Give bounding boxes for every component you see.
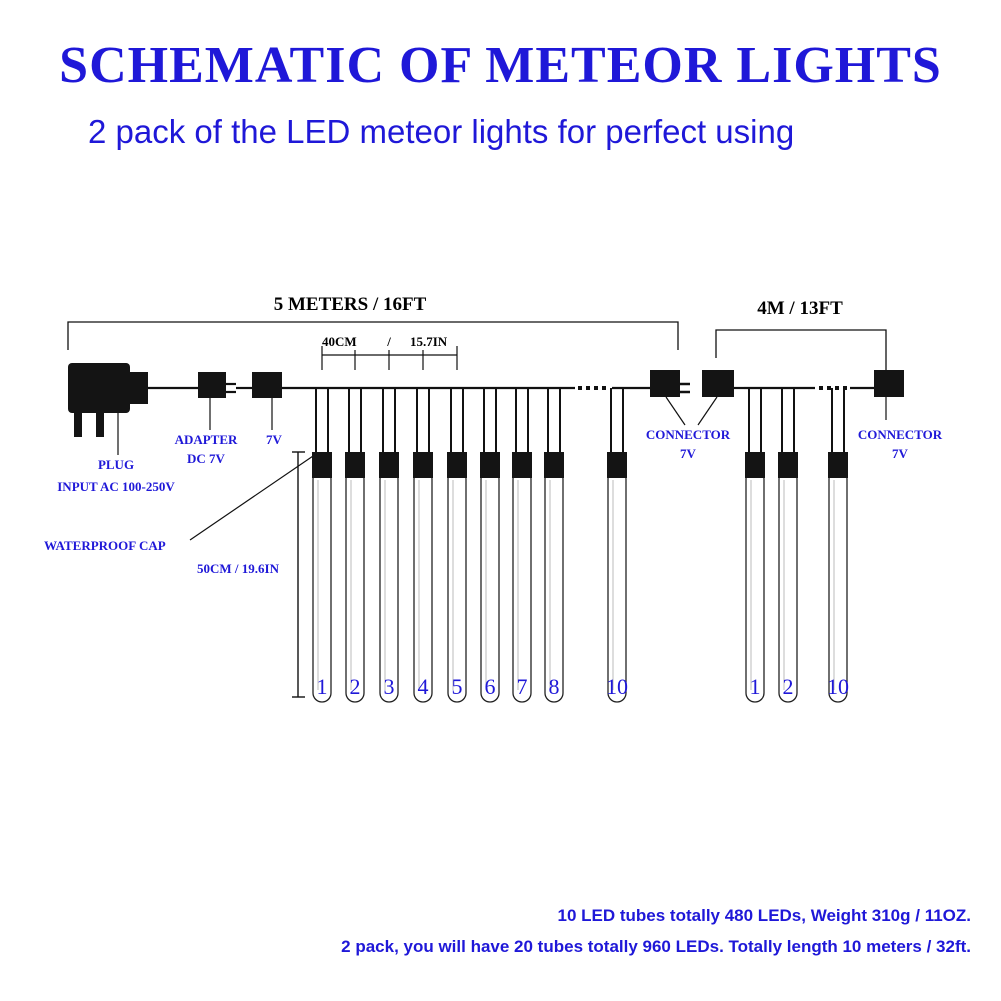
tube-number-label: 5 xyxy=(452,674,463,699)
dimension-bracket-ext xyxy=(715,329,887,370)
tube-body xyxy=(745,469,765,703)
tube-body xyxy=(778,469,798,703)
tube-wire xyxy=(547,388,561,452)
tube-number-label: 10 xyxy=(827,674,849,699)
tube-length-label: 50CM / 19.6IN xyxy=(197,561,280,576)
tube-wire xyxy=(831,388,845,452)
adapter-label-line2: DC 7V xyxy=(187,451,226,466)
tube-wire xyxy=(450,388,464,452)
waterproof-cap-icon xyxy=(544,452,564,478)
tube-body xyxy=(512,469,532,703)
tube-wire xyxy=(483,388,497,452)
page-subtitle: 2 pack of the LED meteor lights for perf… xyxy=(88,113,795,150)
dimension-bracket-main xyxy=(67,321,679,350)
voltage-box xyxy=(252,372,282,398)
tube-wire xyxy=(748,388,762,452)
ext-tube-2: 2 xyxy=(778,388,798,703)
adapter-box xyxy=(198,372,226,398)
tube-body xyxy=(345,469,365,703)
waterproof-cap-pointer xyxy=(189,453,317,541)
voltage-label: 7V xyxy=(266,432,283,447)
tube-number-label: 4 xyxy=(418,674,429,699)
tube-number-label: 1 xyxy=(750,674,761,699)
tube-body xyxy=(447,469,467,703)
waterproof-cap-icon xyxy=(745,452,765,478)
adapter-label-line1: ADAPTER xyxy=(175,432,238,447)
main-tube-7: 7 xyxy=(512,388,532,703)
plug-icon xyxy=(68,363,148,455)
tube-number-label: 3 xyxy=(384,674,395,699)
tube-body xyxy=(379,469,399,703)
main-tube-2: 2 xyxy=(345,388,365,703)
tube-number-label: 8 xyxy=(549,674,560,699)
spacing-sep-label: / xyxy=(386,334,391,349)
length-ext-label: 4M / 13FT xyxy=(757,298,843,319)
main-tube-5: 5 xyxy=(447,388,467,703)
tube-body xyxy=(607,469,627,703)
connector2-label-line1: CONNECTOR xyxy=(858,427,943,442)
connector2-label-line2: 7V xyxy=(892,446,909,461)
tube-body xyxy=(312,469,332,703)
footer-line1: 10 LED tubes totally 480 LEDs, Weight 31… xyxy=(557,906,971,925)
main-tube-6: 6 xyxy=(480,388,500,703)
tube-body xyxy=(544,469,564,703)
plug-label-line2: INPUT AC 100-250V xyxy=(57,479,175,494)
main-tube-3: 3 xyxy=(379,388,399,703)
spacing-a-label: 40CM xyxy=(322,334,357,349)
waterproof-cap-icon xyxy=(607,452,627,478)
plug-label-line1: PLUG xyxy=(98,457,134,472)
main-tube-4: 4 xyxy=(413,388,433,703)
waterproof-cap-icon xyxy=(312,452,332,478)
main-tube-1: 1 xyxy=(312,388,332,703)
page-title: SCHEMATIC OF METEOR LIGHTS xyxy=(59,37,942,94)
tube-number-label: 6 xyxy=(485,674,496,699)
waterproof-cap-icon xyxy=(413,452,433,478)
waterproof-cap-icon xyxy=(828,452,848,478)
tube-body xyxy=(413,469,433,703)
main-tube-9: 10 xyxy=(606,388,628,703)
waterproof-cap-icon xyxy=(447,452,467,478)
tube-body xyxy=(480,469,500,703)
connector1-label-line2: 7V xyxy=(680,446,697,461)
tube-wire xyxy=(610,388,624,452)
connector-end-box xyxy=(874,370,904,397)
tube-number-label: 10 xyxy=(606,674,628,699)
footer-line2: 2 pack, you will have 20 tubes totally 9… xyxy=(341,937,971,956)
tube-wire xyxy=(416,388,430,452)
tube-wire xyxy=(781,388,795,452)
connector-pair-icon xyxy=(650,370,744,426)
connector1-label-line1: CONNECTOR xyxy=(646,427,731,442)
main-tube-8: 8 xyxy=(544,388,564,703)
waterproof-cap-icon xyxy=(778,452,798,478)
spacing-bracket xyxy=(321,346,458,370)
waterproof-cap-icon xyxy=(379,452,399,478)
waterproof-cap-label: WATERPROOF CAP xyxy=(44,538,166,553)
tube-wire xyxy=(315,388,329,452)
tube-number-label: 1 xyxy=(317,674,328,699)
length-main-label: 5 METERS / 16FT xyxy=(274,294,427,315)
tube-length-bracket xyxy=(292,451,305,698)
waterproof-cap-icon xyxy=(480,452,500,478)
tube-wire xyxy=(515,388,529,452)
tube-body xyxy=(828,469,848,703)
waterproof-cap-icon xyxy=(345,452,365,478)
tube-number-label: 2 xyxy=(783,674,794,699)
spacing-b-label: 15.7IN xyxy=(410,334,448,349)
tube-wire xyxy=(348,388,362,452)
ext-tube-1: 1 xyxy=(745,388,765,703)
waterproof-cap-icon xyxy=(512,452,532,478)
ext-tube-3: 10 xyxy=(827,388,849,703)
tube-number-label: 2 xyxy=(350,674,361,699)
tube-wire xyxy=(382,388,396,452)
tube-number-label: 7 xyxy=(517,674,528,699)
